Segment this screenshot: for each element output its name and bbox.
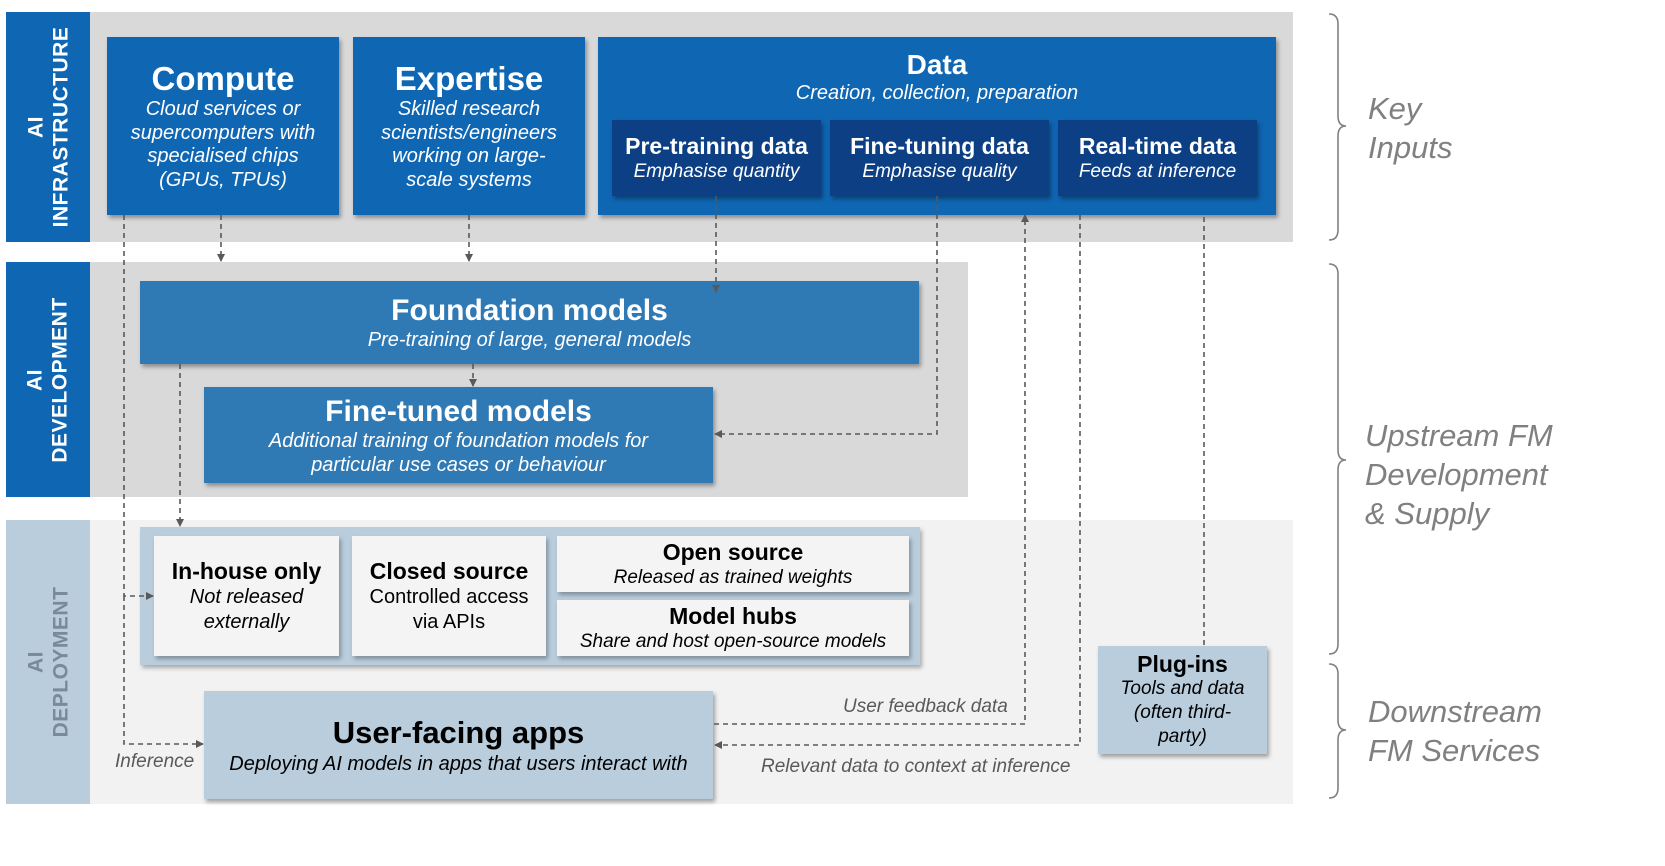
user-facing-apps-desc: Deploying AI models in apps that users i…: [229, 752, 688, 775]
expertise-title: Expertise: [394, 60, 544, 97]
expertise-desc: Skilled research scientists/engineers wo…: [381, 98, 557, 191]
brace-label-upstream: Upstream FM Development & Supply: [1365, 418, 1553, 531]
finetuned-models-title: Fine-tuned models: [325, 394, 592, 428]
foundation-models-box: Foundation models Pre-training of large,…: [140, 281, 919, 364]
realtime-data-title: Real-time data: [1078, 133, 1237, 159]
open-source-box: Open source Released as trained weights: [557, 536, 909, 592]
inference-label: Inference: [115, 751, 195, 772]
user-feedback-label: User feedback data: [843, 696, 1008, 717]
realtime-data-box: Real-time data Feeds at inference: [1058, 120, 1257, 196]
finetuned-models-desc: Additional training of foundation models…: [268, 429, 649, 476]
plugins-title: Plug-ins: [1137, 651, 1228, 677]
open-source-desc: Released as trained weights: [613, 566, 853, 588]
open-source-title: Open source: [662, 538, 804, 565]
pretraining-data-desc: Emphasise quantity: [633, 161, 800, 182]
realtime-data-desc: Feeds at inference: [1078, 161, 1237, 182]
brace-label-key-inputs: Key Inputs: [1368, 91, 1453, 165]
user-facing-apps-title: User-facing apps: [332, 714, 585, 750]
pretraining-data-title: Pre-training data: [625, 133, 808, 159]
brace-downstream: [1328, 663, 1347, 799]
foundation-models-desc: Pre-training of large, general models: [367, 328, 692, 351]
inhouse-box: In-house only Not released externally: [154, 536, 339, 656]
compute-desc: Cloud services or supercomputers with sp…: [130, 98, 316, 191]
inhouse-title: In-house only: [171, 558, 322, 584]
closed-source-title: Closed source: [369, 558, 529, 584]
finetuning-data-title: Fine-tuning data: [850, 133, 1029, 159]
section-label-deployment-text: AI DEPLOYMENT: [24, 586, 72, 738]
brace-key-inputs: [1328, 13, 1347, 241]
pretraining-data-box: Pre-training data Emphasise quantity: [612, 120, 821, 196]
section-label-infrastructure-text: AI INFRASTRUCTURE: [24, 26, 72, 228]
section-label-development: AI DEVELOPMENT: [6, 262, 90, 497]
closed-source-box: Closed source Controlled access via APIs: [352, 536, 546, 656]
plugins-desc: Tools and data (often third-party): [1120, 678, 1245, 747]
brace-upstream: [1328, 263, 1347, 655]
user-facing-apps-box: User-facing apps Deploying AI models in …: [204, 691, 713, 799]
section-label-infrastructure: AI INFRASTRUCTURE: [6, 12, 90, 242]
compute-box: Compute Cloud services or supercomputers…: [107, 37, 339, 215]
inhouse-desc: Not released externally: [189, 586, 304, 633]
foundation-models-title: Foundation models: [391, 293, 668, 327]
expertise-box: Expertise Skilled research scientists/en…: [353, 37, 585, 215]
finetuned-models-box: Fine-tuned models Additional training of…: [204, 387, 713, 483]
brace-label-downstream: Downstream FM Services: [1368, 694, 1542, 768]
data-desc: Creation, collection, preparation: [795, 82, 1079, 104]
plugins-box: Plug-ins Tools and data (often third-par…: [1098, 646, 1267, 754]
compute-title: Compute: [151, 60, 295, 97]
model-hubs-title: Model hubs: [669, 602, 797, 629]
data-title: Data: [906, 49, 968, 80]
section-label-development-text: AI DEVELOPMENT: [24, 296, 73, 463]
section-label-deployment: AI DEPLOYMENT: [6, 520, 90, 804]
finetuning-data-desc: Emphasise quality: [862, 161, 1017, 182]
relevant-data-label: Relevant data to context at inference: [761, 756, 1071, 777]
closed-source-desc: Controlled access via APIs: [369, 586, 529, 633]
finetuning-data-box: Fine-tuning data Emphasise quality: [830, 120, 1049, 196]
model-hubs-desc: Share and host open-source models: [579, 630, 887, 652]
model-hubs-box: Model hubs Share and host open-source mo…: [557, 600, 909, 656]
